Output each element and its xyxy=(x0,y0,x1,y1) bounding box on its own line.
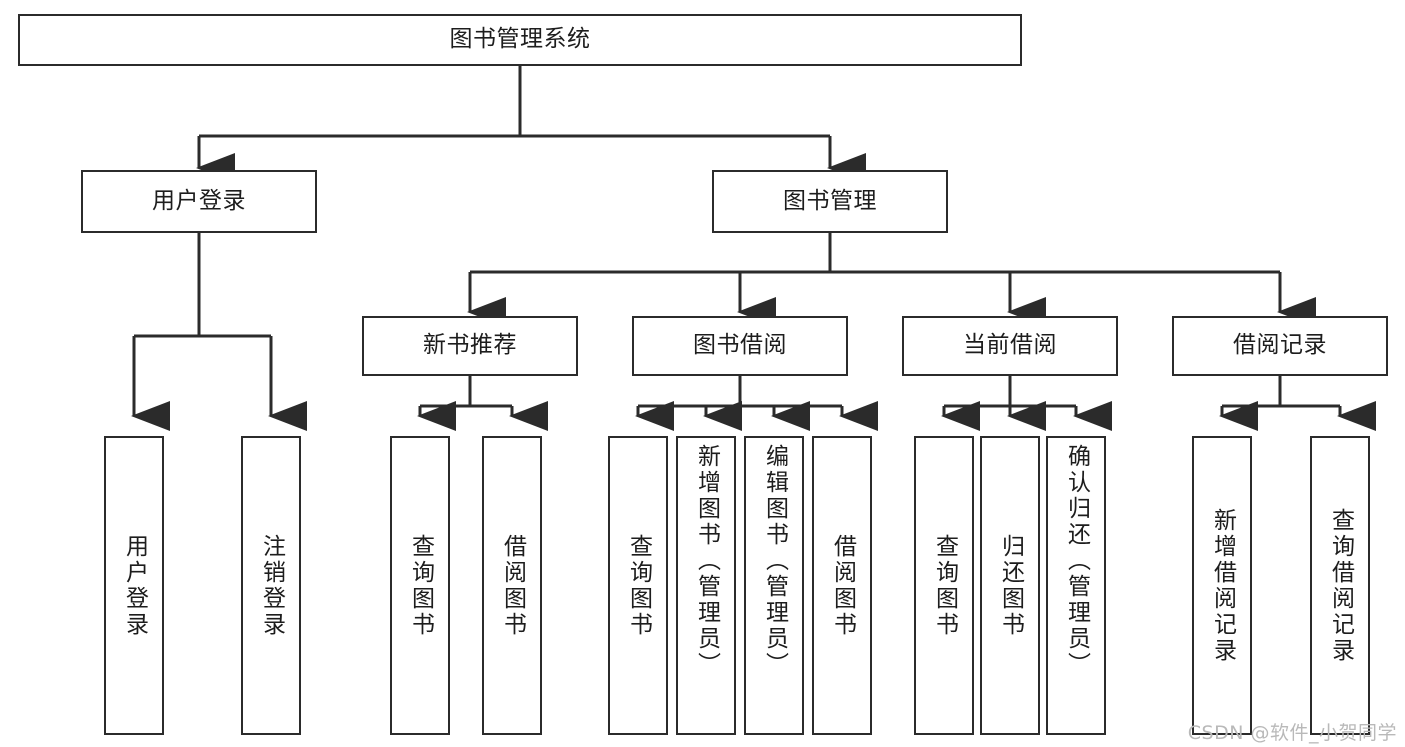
leaf-borrow-add-book[interactable]: 新增图书（管理员） xyxy=(676,436,736,735)
leaf-record-add-record-label: 新增借阅记录 xyxy=(1209,507,1236,664)
leaf-current-return-book[interactable]: 归还图书 xyxy=(980,436,1040,735)
node-borrow-record-label: 借阅记录 xyxy=(1233,332,1327,359)
node-user-login-label: 用户登录 xyxy=(152,187,246,214)
leaf-borrow-add-book-label: 新增图书（管理员） xyxy=(693,444,720,678)
leaf-current-return-book-label: 归还图书 xyxy=(997,533,1024,638)
leaf-user-login-logout[interactable]: 注销登录 xyxy=(241,436,301,735)
leaf-borrow-query-book[interactable]: 查询图书 xyxy=(608,436,668,735)
leaf-recommend-query-book[interactable]: 查询图书 xyxy=(390,436,450,735)
leaf-current-confirm-return[interactable]: 确认归还（管理员） xyxy=(1046,436,1106,735)
leaf-current-confirm-return-label: 确认归还（管理员） xyxy=(1063,444,1090,678)
leaf-user-login-login[interactable]: 用户登录 xyxy=(104,436,164,735)
node-book-management[interactable]: 图书管理 xyxy=(712,170,948,233)
leaf-record-query-record-label: 查询借阅记录 xyxy=(1327,507,1354,664)
leaf-borrow-edit-book-label: 编辑图书（管理员） xyxy=(761,444,788,678)
node-borrow-record[interactable]: 借阅记录 xyxy=(1172,316,1388,376)
leaf-recommend-borrow-book-label: 借阅图书 xyxy=(499,533,526,638)
leaf-current-query-book[interactable]: 查询图书 xyxy=(914,436,974,735)
node-user-login[interactable]: 用户登录 xyxy=(81,170,317,233)
node-book-borrow-label: 图书借阅 xyxy=(693,332,787,359)
node-new-book-recommend-label: 新书推荐 xyxy=(423,332,517,359)
leaf-record-add-record[interactable]: 新增借阅记录 xyxy=(1192,436,1252,735)
leaf-current-query-book-label: 查询图书 xyxy=(931,533,958,638)
node-current-borrow-label: 当前借阅 xyxy=(963,332,1057,359)
node-book-management-label: 图书管理 xyxy=(783,187,877,214)
leaf-record-query-record[interactable]: 查询借阅记录 xyxy=(1310,436,1370,735)
leaf-recommend-borrow-book[interactable]: 借阅图书 xyxy=(482,436,542,735)
node-root-system-label: 图书管理系统 xyxy=(449,26,591,53)
leaf-borrow-query-book-label: 查询图书 xyxy=(625,533,652,638)
leaf-borrow-borrow-book[interactable]: 借阅图书 xyxy=(812,436,872,735)
node-new-book-recommend[interactable]: 新书推荐 xyxy=(362,316,578,376)
leaf-borrow-edit-book[interactable]: 编辑图书（管理员） xyxy=(744,436,804,735)
node-book-borrow[interactable]: 图书借阅 xyxy=(632,316,848,376)
node-root-system[interactable]: 图书管理系统 xyxy=(18,14,1022,66)
node-current-borrow[interactable]: 当前借阅 xyxy=(902,316,1118,376)
csdn-watermark: CSDN @软件_小贺同学 xyxy=(1187,722,1397,744)
leaf-user-login-logout-label: 注销登录 xyxy=(258,533,285,638)
leaf-user-login-login-label: 用户登录 xyxy=(121,533,148,638)
leaf-borrow-borrow-book-label: 借阅图书 xyxy=(829,533,856,638)
leaf-recommend-query-book-label: 查询图书 xyxy=(407,533,434,638)
